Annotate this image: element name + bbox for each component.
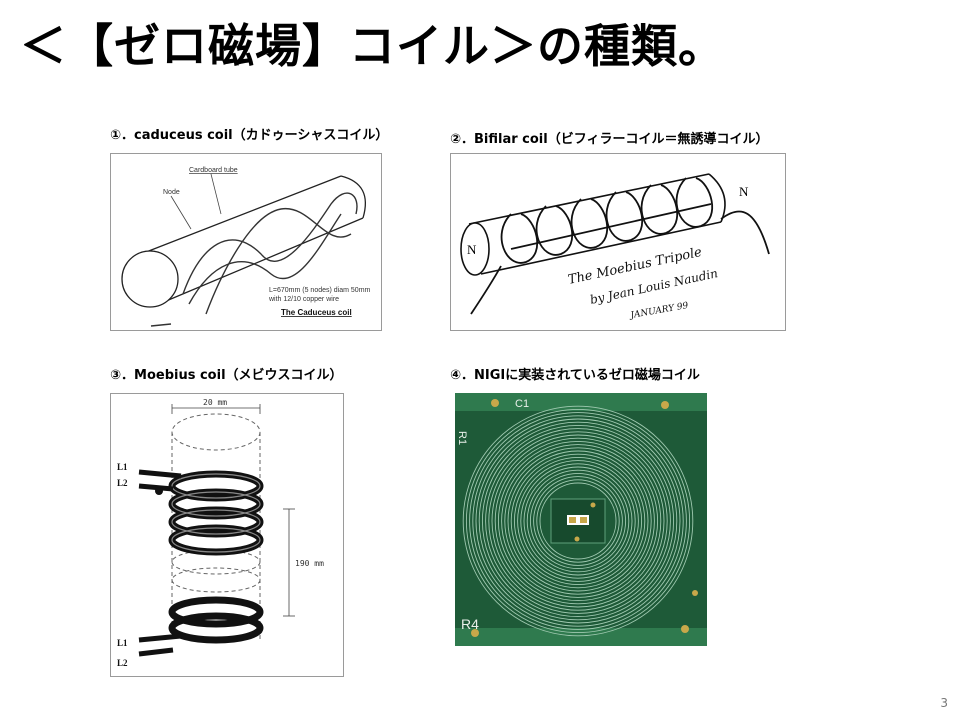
spiral-trace-ring	[494, 437, 662, 605]
label-node: Node	[163, 189, 180, 196]
silk-r1: R1	[456, 431, 468, 445]
spiral-trace-ring	[475, 418, 681, 624]
spiral-trace-ring	[462, 405, 694, 637]
caption-bifilar-coil: ②．Bifilar coil（ビフィラーコイル＝無誘導コイル）	[450, 132, 769, 147]
spiral-trace-ring	[504, 447, 652, 595]
label-spec-length: L=670mm (5 nodes) diam 50mm	[269, 287, 371, 294]
caption-moebius-coil: ③．Moebius coil（メビウスコイル）	[110, 368, 343, 383]
spiral-trace-ring	[523, 466, 633, 576]
slide-title: ＜【ゼロ磁場】コイル＞の種類。	[20, 19, 725, 73]
caption-caduceus-coil: ①．caduceus coil（カドゥーシャスコイル）	[110, 128, 389, 143]
label-l1-top: L1	[117, 462, 128, 472]
label-cardboard-tube: Cardboard tube	[189, 167, 238, 174]
spiral-trace-ring	[501, 444, 655, 598]
spiral-trace-ring	[526, 469, 630, 573]
label-l1-bottom: L1	[117, 638, 128, 648]
caduceus-coil-diagram: Cardboard tube Node L=670mm (5 nodes) di…	[110, 153, 382, 331]
label-dim-diameter: 20 mm	[203, 398, 227, 407]
page-number: 3	[940, 696, 948, 710]
spiral-trace-ring	[497, 440, 659, 602]
spiral-trace-ring	[520, 463, 636, 579]
handwriting-date: JANUARY 99	[628, 301, 690, 321]
moebius-coil-diagram: 20 mm 190 mm L1 L2	[110, 393, 344, 677]
spiral-trace-ring	[507, 450, 649, 592]
silk-c1: C1	[515, 398, 529, 410]
spiral-trace-ring	[485, 428, 671, 614]
label-pole-right: N	[739, 184, 749, 199]
caption-nigi-coil: ④．NIGIに実装されているゼロ磁場コイル	[450, 368, 700, 383]
spiral-trace-ring	[481, 424, 675, 618]
label-l2-bottom: L2	[117, 658, 128, 668]
spiral-trace-ring	[539, 482, 617, 560]
nigi-pcb-coil-photo: R4 C1 R1	[455, 393, 707, 646]
spiral-trace-ring	[529, 472, 627, 570]
label-l2-top: L2	[117, 478, 128, 488]
spiral-trace-ring	[533, 476, 623, 566]
spiral-trace-ring	[517, 460, 639, 582]
spiral-trace-ring	[536, 479, 620, 563]
bifilar-coil-diagram: N N The Moebius Tripole by Jean Louis Na…	[450, 153, 786, 331]
label-caduceus-name: The Caduceus coil	[281, 308, 352, 317]
spiral-trace-ring	[491, 434, 665, 608]
spiral-trace-ring	[469, 412, 687, 630]
spiral-trace-ring	[472, 415, 684, 627]
label-spec-wire: with 12/10 copper wire	[268, 296, 339, 303]
silk-r4: R4	[461, 616, 479, 632]
spiral-trace-ring	[513, 456, 643, 586]
label-dim-height: 190 mm	[295, 559, 324, 568]
spiral-trace-ring	[488, 431, 668, 611]
spiral-trace-ring	[465, 408, 691, 634]
label-pole-left: N	[467, 242, 477, 257]
spiral-trace-ring	[510, 453, 646, 589]
spiral-trace-ring	[478, 421, 678, 621]
